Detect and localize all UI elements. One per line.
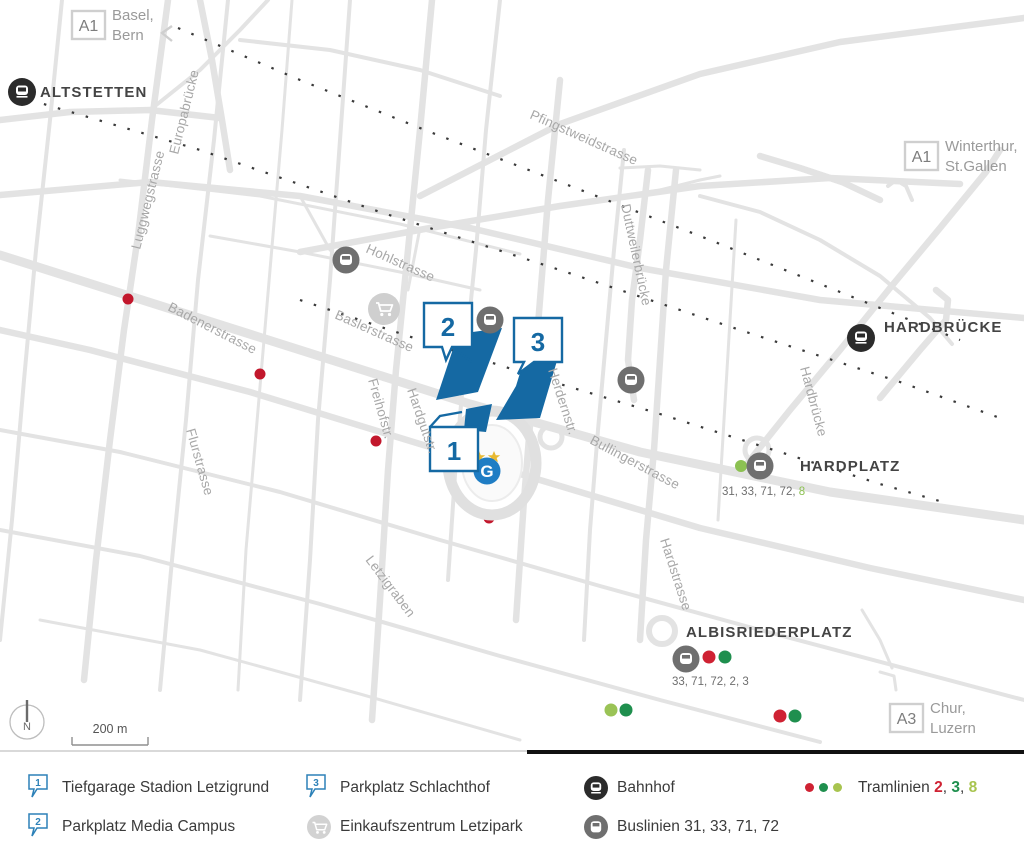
station-label-hardplatz: HARDPLATZ (800, 458, 900, 475)
tram-line-8: 8 (968, 778, 978, 796)
motorway-dest-line2: St.Gallen (945, 158, 1007, 175)
street-label: Hohlstrasse (364, 241, 437, 285)
legend-item-letzipark[interactable]: Einkaufszentrum Letzipark (306, 807, 523, 846)
legend-divider-left (0, 750, 527, 752)
map-canvas[interactable]: .rd{fill:none;stroke:#e3e3e3;stroke-line… (0, 0, 1024, 750)
station-icon-hardbruecke[interactable] (847, 324, 875, 352)
station-label-albisriederplatz: ALBISRIEDERPLATZ (686, 624, 853, 641)
svg-text:1: 1 (447, 436, 461, 466)
parking-area-2 (436, 328, 502, 400)
street-label: Hardbrücke (797, 365, 830, 438)
legend-column-parking-2: 3 Parkplatz Schlachthof Einkaufszentrum … (306, 768, 523, 846)
legend-label-bahnhof: Bahnhof (617, 778, 675, 796)
legend-column-transit: Bahnhof Buslinien 31, 33, 71, 72 (583, 768, 779, 846)
tram-dot-3 (819, 783, 828, 792)
legend-label-letzipark: Einkaufszentrum Letzipark (340, 817, 523, 835)
tram-color-dots (805, 783, 842, 792)
svg-text:G: G (480, 462, 493, 481)
shopping-cart-icon-letzipark[interactable] (368, 293, 400, 325)
svg-text:3: 3 (531, 327, 545, 357)
legend-label-tramlinien: Tramlinien 2, 3, 8 (858, 779, 977, 797)
legend-column-parking-1: 1 Tiefgarage Stadion Letzigrund 2 Parkpl… (28, 768, 269, 846)
scale-bar: 200 m (71, 722, 149, 746)
legend-divider-right (527, 750, 1024, 754)
legend-label-schlachthof: Parkplatz Schlachthof (340, 778, 490, 796)
scale-bar-label: 200 m (93, 722, 128, 736)
motorway-sign-a1-winterthur: A1 Winterthur, St.Gallen (903, 138, 1018, 175)
tram-sep-a: , (942, 778, 952, 796)
station-label-hardbruecke: HARDBRÜCKE (884, 319, 1003, 336)
callout-marker-1[interactable]: 1 (428, 410, 480, 473)
callout-marker-1-icon: 1 (28, 774, 62, 801)
legend-label-buslinien: Buslinien 31, 33, 71, 72 (617, 817, 780, 835)
motorway-dest-line1: Chur, (930, 700, 966, 717)
parking-area-1 (464, 404, 492, 432)
callout-marker-3-icon: 3 (306, 774, 340, 801)
tram-line-3: 3 (951, 778, 960, 796)
station-label-altstetten: ALTSTETTEN (40, 84, 147, 101)
legend-column-tram: Tramlinien 2, 3, 8 (805, 768, 977, 807)
street-label: Hardstrasse (657, 536, 694, 612)
legend-item-tramlinien[interactable]: Tramlinien 2, 3, 8 (805, 768, 977, 807)
compass-north-label: N (23, 721, 31, 733)
road-network (0, 0, 1024, 744)
motorway-sign-a1-basel: A1 Basel, Bern (70, 7, 173, 44)
tram-dot-2 (805, 783, 814, 792)
street-label: Letzigraben (363, 553, 419, 620)
callout-marker-2[interactable]: 2 (422, 301, 474, 364)
tram-dot-8 (833, 783, 842, 792)
svg-text:2: 2 (35, 817, 41, 828)
shopping-cart-icon (306, 814, 340, 840)
legend-item-tiefgarage[interactable]: 1 Tiefgarage Stadion Letzigrund (28, 768, 269, 807)
tram-line-dots (604, 460, 802, 723)
legend-label-media-campus: Parkplatz Media Campus (62, 817, 236, 835)
bus-icon-hardplatz[interactable] (746, 452, 774, 480)
svg-text:1: 1 (35, 778, 41, 789)
motorway-dest-line2: Bern (112, 27, 144, 44)
compass-rose: N (9, 700, 45, 740)
callout-marker-3[interactable]: 3 (512, 316, 564, 375)
motorway-code: A1 (912, 149, 932, 166)
tram-prefix: Tramlinien (858, 778, 935, 796)
bus-icon-albisriederplatz[interactable] (672, 645, 700, 673)
railway-lines (29, 26, 1001, 506)
station-labels: ALTSTETTEN HARDBRÜCKE HARDPLATZ ALBISRIE… (40, 84, 1003, 688)
motorway-dest-line1: Winterthur, (945, 138, 1018, 155)
legend-item-bahnhof[interactable]: Bahnhof (583, 768, 779, 807)
legend-item-buslinien[interactable]: Buslinien 31, 33, 71, 72 (583, 807, 779, 846)
bus-icon-herdernstrasse[interactable] (617, 366, 645, 394)
motorway-sign-a3-chur: A3 Chur, Luzern (888, 700, 976, 737)
tram-line-2: 2 (934, 778, 943, 796)
lines-label-albisriederplatz: 33, 71, 72, 2, 3 (672, 676, 749, 688)
lines-label-hardplatz: 31, 33, 71, 72, 8 (722, 486, 805, 498)
train-station-icon (583, 775, 617, 801)
tram-sep-b: , (959, 778, 969, 796)
motorway-code: A1 (79, 18, 99, 35)
bus-icon (583, 814, 617, 840)
legend-item-schlachthof[interactable]: 3 Parkplatz Schlachthof (306, 768, 523, 807)
motorway-code: A3 (897, 711, 917, 728)
bus-icon-hardgutstrasse[interactable] (476, 306, 504, 334)
legend: 1 Tiefgarage Stadion Letzigrund 2 Parkpl… (0, 750, 1024, 861)
legend-label-tiefgarage: Tiefgarage Stadion Letzigrund (62, 778, 270, 796)
motorway-dest-line2: Luzern (930, 720, 976, 737)
station-icon-altstetten[interactable] (8, 78, 36, 106)
svg-text:2: 2 (441, 312, 455, 342)
svg-text:3: 3 (313, 778, 319, 789)
motorway-dest-line1: Basel, (112, 7, 154, 24)
legend-item-media-campus[interactable]: 2 Parkplatz Media Campus (28, 807, 269, 846)
bus-icon-hohlstrasse[interactable] (332, 246, 360, 274)
callout-marker-2-icon: 2 (28, 813, 62, 840)
street-label: Flurstrasse (183, 427, 216, 497)
